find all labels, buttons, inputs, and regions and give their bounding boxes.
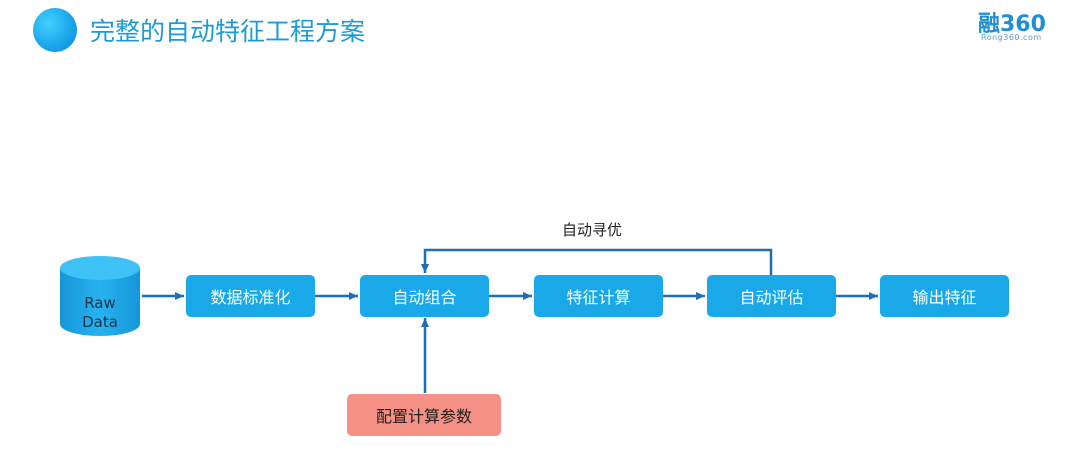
node-config-params: 配置计算参数 xyxy=(347,394,501,436)
rong360-logo: 融360 Rong360.com xyxy=(975,6,1065,46)
node-feature-calc: 特征计算 xyxy=(534,275,663,317)
node-auto-combine: 自动组合 xyxy=(360,275,489,317)
node-output: 输出特征 xyxy=(880,275,1009,317)
page-title: 完整的自动特征工程方案 xyxy=(90,17,366,46)
arrow-feedback-loop xyxy=(421,248,773,275)
raw-data-label-line1: Raw xyxy=(84,294,116,312)
feedback-label: 自动寻优 xyxy=(562,221,623,239)
raw-data-label-line2: Data xyxy=(82,313,118,331)
node-standardize: 数据标准化 xyxy=(186,275,315,317)
title-bullet-icon xyxy=(33,8,77,52)
logo-subtext: Rong360.com xyxy=(981,33,1042,42)
node-auto-eval: 自动评估 xyxy=(707,275,836,317)
raw-data-label: Raw Data xyxy=(60,294,140,332)
logo-text: 融360 xyxy=(978,12,1046,37)
raw-data-cylinder xyxy=(60,256,140,336)
